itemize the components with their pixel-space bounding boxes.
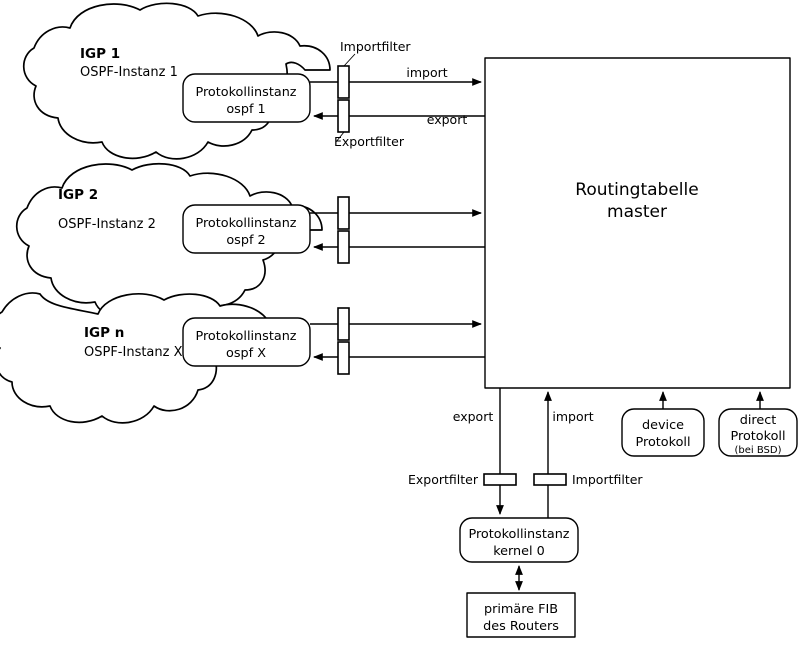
routing-table-title-line1: Routingtabelle (575, 180, 698, 200)
bottom-export-filter-label: Exportfilter (408, 472, 479, 487)
export-filter-2 (337, 230, 350, 264)
direct-protocol-line3: (bei BSD) (735, 445, 782, 456)
direct-protocol-line1: direct (740, 413, 777, 428)
primary-fib-line1: primäre FIB (484, 602, 558, 617)
protocol-instance-ospf-x: Protokollinstanz ospf X (182, 317, 311, 367)
kernel-instance-line1: Protokollinstanz (468, 527, 569, 542)
flow-label-export-1: export (427, 112, 468, 127)
cloud-igp-n-subtitle: OSPF-Instanz X (84, 345, 183, 360)
import-filter-1: Importfilter (337, 39, 411, 99)
bottom-flow-label-import: import (552, 409, 593, 424)
bottom-flow-label-export: export (453, 409, 494, 424)
cloud-igp-2: IGP 2 OSPF-Instanz 2 (15, 162, 323, 320)
cloud-igp-2-subtitle: OSPF-Instanz 2 (58, 217, 156, 232)
primary-fib-line2: des Routers (483, 619, 559, 634)
protocol-instance-kernel-0: Protokollinstanz kernel 0 (459, 517, 579, 563)
protocol-instance-ospf-x-line2: ospf X (226, 346, 266, 361)
flow-label-import-1: import (406, 65, 447, 80)
kernel-instance-line2: kernel 0 (493, 544, 545, 559)
direct-protocol-line2: Protokoll (730, 429, 785, 444)
protocol-instance-ospf-x-line1: Protokollinstanz (195, 329, 296, 344)
protocol-instance-ospf-2: Protokollinstanz ospf 2 (182, 204, 311, 254)
bottom-export-filter: Exportfilter (408, 472, 517, 487)
protocol-instance-ospf-1-line1: Protokollinstanz (195, 85, 296, 100)
device-protocol: device Protokoll (621, 391, 705, 457)
protocol-instance-ospf-1-line2: ospf 1 (226, 102, 265, 117)
bottom-import-filter: Importfilter (533, 472, 643, 487)
primary-fib: primäre FIB des Routers (466, 592, 576, 638)
export-filter-1: Exportfilter (334, 99, 405, 149)
cloud-igp-n-title: IGP n (84, 325, 124, 341)
import-filter-1-label: Importfilter (340, 39, 411, 54)
device-protocol-line2: Protokoll (635, 435, 690, 450)
import-filter-2 (337, 196, 350, 230)
flow-import-ospf-1: import (310, 65, 482, 86)
flow-export-kernel: export (453, 388, 504, 515)
protocol-instance-ospf-2-line2: ospf 2 (226, 233, 265, 248)
cloud-igp-1-subtitle: OSPF-Instanz 1 (80, 65, 178, 80)
cloud-igp-2-title: IGP 2 (58, 187, 98, 203)
device-protocol-line1: device (642, 418, 684, 433)
protocol-instance-ospf-1: Protokollinstanz ospf 1 (182, 73, 311, 123)
direct-protocol: direct Protokoll (bei BSD) (718, 391, 798, 457)
import-filter-x (337, 307, 350, 341)
routing-table-title-line2: master (607, 202, 667, 222)
cloud-igp-1-title: IGP 1 (80, 46, 120, 62)
routing-table-master: Routingtabelle master (484, 57, 791, 389)
bottom-import-filter-label: Importfilter (572, 472, 643, 487)
flow-import-kernel: import (544, 391, 594, 518)
export-filter-x (337, 341, 350, 375)
export-filter-1-label: Exportfilter (334, 134, 405, 149)
protocol-instance-ospf-2-line1: Protokollinstanz (195, 216, 296, 231)
